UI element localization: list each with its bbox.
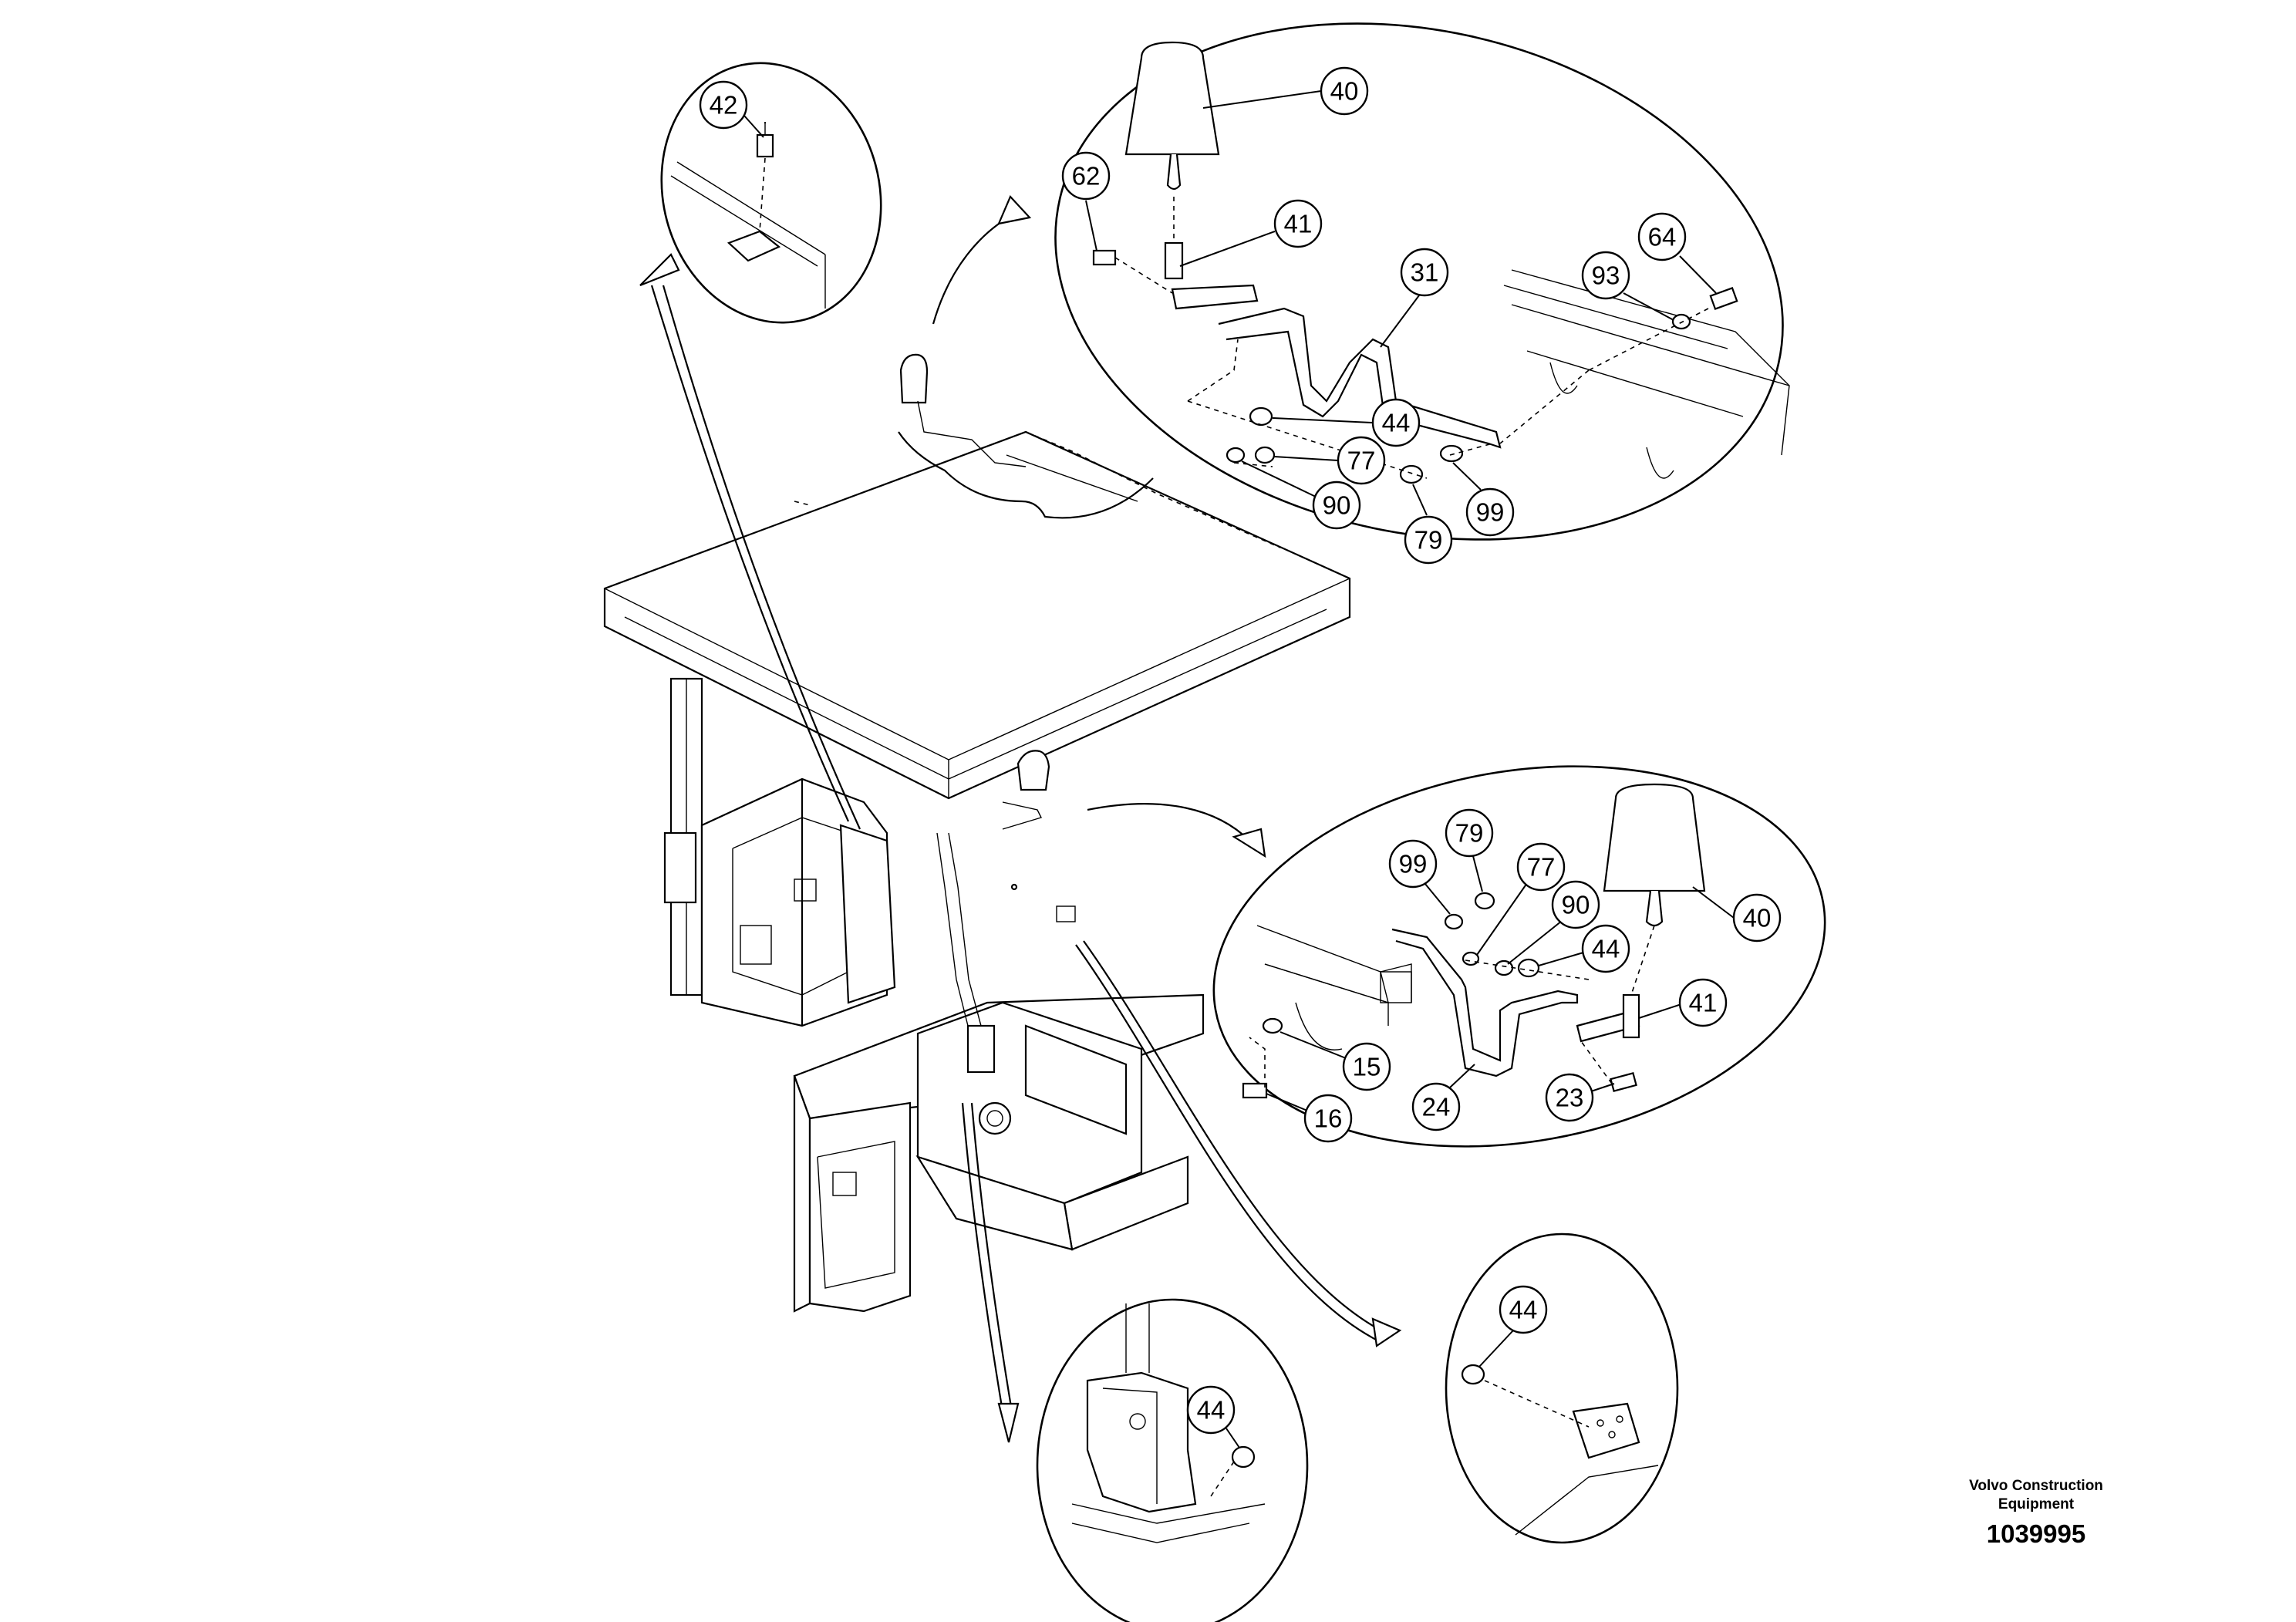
cab-assembly <box>603 353 1351 1313</box>
svg-text:77: 77 <box>1347 447 1376 475</box>
callout-93: 93 <box>1581 251 1630 300</box>
callout-90-upper: 90 <box>1312 481 1361 530</box>
svg-text:40: 40 <box>1330 77 1359 106</box>
svg-text:44: 44 <box>1382 409 1411 437</box>
callout-44-upper: 44 <box>1371 398 1421 447</box>
control-box <box>839 824 896 1004</box>
svg-text:23: 23 <box>1556 1084 1584 1112</box>
callout-44-plate: 44 <box>1499 1285 1548 1334</box>
svg-text:99: 99 <box>1399 850 1428 878</box>
callout-79-upper: 79 <box>1404 515 1453 565</box>
svg-text:41: 41 <box>1284 210 1313 238</box>
leader-arrows <box>639 195 1402 1443</box>
callout-77-upper: 77 <box>1337 436 1386 485</box>
rail-bracket <box>1549 362 1578 394</box>
svg-text:64: 64 <box>1648 223 1677 251</box>
callout-41-lower: 41 <box>1678 978 1728 1027</box>
nut-79 <box>1399 464 1424 484</box>
callout-44-console: 44 <box>1186 1385 1236 1435</box>
washer-93 <box>1671 313 1691 330</box>
svg-text:90: 90 <box>1562 891 1590 919</box>
washer-90 <box>1226 447 1246 464</box>
brand-line-1: Volvo Construction <box>1969 1478 2103 1494</box>
svg-text:77: 77 <box>1527 853 1556 882</box>
svg-text:15: 15 <box>1353 1053 1381 1081</box>
steering-column <box>966 1024 996 1074</box>
beacon-stem <box>1164 241 1184 280</box>
svg-text:79: 79 <box>1455 819 1484 848</box>
drawing-number: 1039995 <box>1986 1519 2086 1548</box>
callout-41-upper: 41 <box>1273 199 1323 248</box>
callout-77-lower: 77 <box>1516 842 1566 892</box>
callout-40-lower: 40 <box>1732 893 1782 943</box>
washer-99 <box>1439 444 1464 463</box>
svg-text:41: 41 <box>1689 989 1718 1017</box>
washer-99-lower <box>1444 913 1464 930</box>
svg-text:40: 40 <box>1743 904 1772 932</box>
callout-16: 16 <box>1303 1094 1353 1143</box>
callout-23: 23 <box>1545 1073 1594 1122</box>
mount-point <box>1010 883 1018 891</box>
svg-text:93: 93 <box>1592 261 1620 290</box>
detail-switch <box>660 62 882 324</box>
rail-bracket-lower <box>1295 1002 1343 1050</box>
callout-99-lower: 99 <box>1388 839 1438 889</box>
nut-77 <box>1254 446 1276 464</box>
nut-44-lower <box>1517 958 1540 978</box>
svg-text:44: 44 <box>1592 935 1620 963</box>
beacon-stem-lower <box>1622 993 1640 1039</box>
gauge-icon <box>978 1101 1012 1135</box>
brand-line-2: Equipment <box>1998 1496 2075 1512</box>
nut-44-plate <box>1461 1364 1485 1385</box>
beacon-icon <box>1124 41 1220 156</box>
detail-console-nut <box>1036 1298 1309 1622</box>
svg-text:62: 62 <box>1072 162 1101 191</box>
callout-24: 24 <box>1411 1082 1461 1131</box>
svg-text:16: 16 <box>1314 1104 1343 1133</box>
bolt-64 <box>1709 287 1738 310</box>
beacon-bracket-lower <box>1391 928 1579 1077</box>
svg-text:44: 44 <box>1197 1396 1226 1425</box>
beacon-preview <box>898 353 1154 519</box>
callout-62: 62 <box>1061 151 1111 201</box>
callout-42: 42 <box>699 80 748 130</box>
svg-text:31: 31 <box>1411 258 1439 287</box>
brand-label: Volvo Construction Equipment <box>1920 1477 2152 1514</box>
svg-text:44: 44 <box>1509 1296 1538 1324</box>
beacon-icon-lower <box>1603 783 1706 892</box>
svg-text:99: 99 <box>1476 498 1505 527</box>
callout-40-upper: 40 <box>1320 66 1369 116</box>
bolt-62 <box>1092 249 1117 266</box>
nut-79-lower <box>1474 892 1495 910</box>
callout-99-upper: 99 <box>1465 487 1515 537</box>
svg-text:24: 24 <box>1422 1093 1451 1121</box>
switch-icon <box>756 133 774 158</box>
beacon-bracket <box>1218 307 1502 449</box>
callout-15: 15 <box>1342 1042 1391 1091</box>
callout-44-lower: 44 <box>1581 924 1630 973</box>
callouts: 42 40 62 41 31 93 64 44 77 90 79 99 99 7… <box>699 66 1782 1448</box>
lower-frame <box>808 1101 912 1313</box>
detail-beacon-mount-lower <box>1212 765 1826 1148</box>
beacon-on-roof <box>1002 750 1050 830</box>
svg-text:79: 79 <box>1414 526 1443 555</box>
nut-44-console <box>1231 1445 1256 1469</box>
svg-text:42: 42 <box>710 91 738 120</box>
switch-base <box>727 230 781 262</box>
washer-15 <box>1262 1017 1283 1034</box>
callout-90-lower: 90 <box>1551 880 1600 929</box>
detail-plate-nut <box>1445 1233 1679 1544</box>
callout-79-lower: 79 <box>1445 808 1494 858</box>
callout-31: 31 <box>1400 248 1449 297</box>
callout-64: 64 <box>1637 212 1687 261</box>
svg-text:90: 90 <box>1323 491 1351 520</box>
bolt-16 <box>1242 1082 1268 1099</box>
console-block <box>1086 1371 1197 1513</box>
washer-90-lower <box>1462 951 1480 966</box>
